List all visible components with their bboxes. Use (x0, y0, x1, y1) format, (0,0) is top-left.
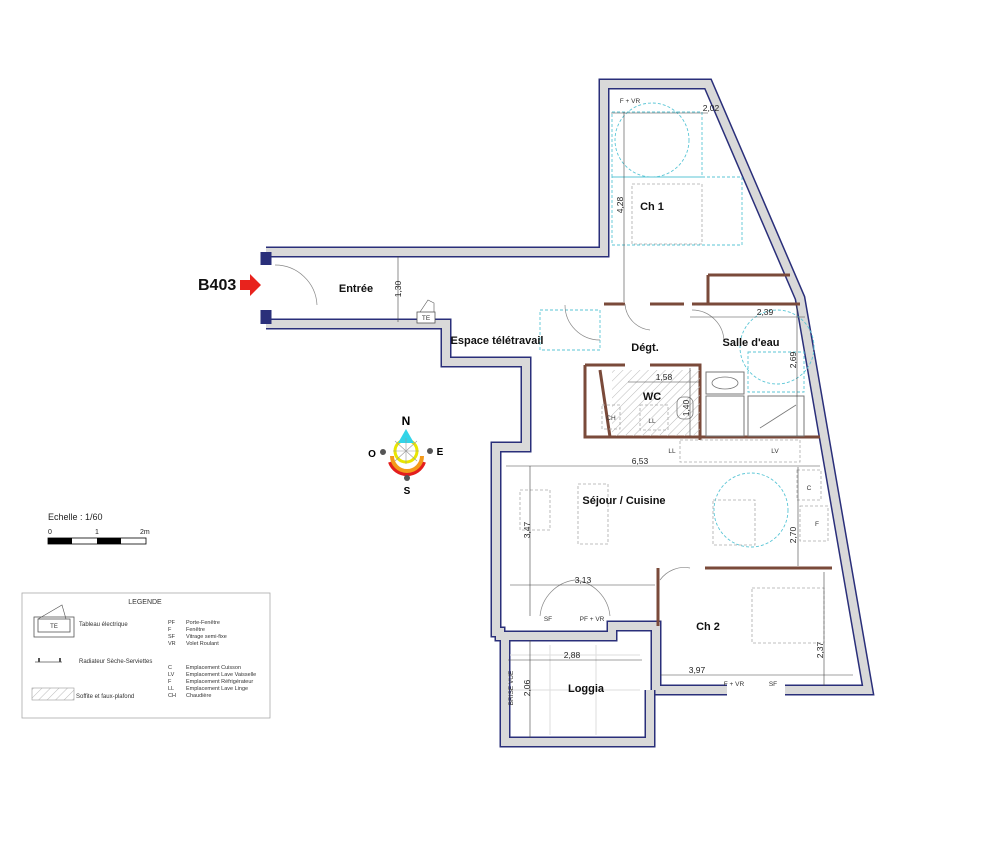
lot-number: B403 (198, 277, 236, 294)
dim-sejour-height: 3,47 (522, 521, 532, 538)
dim-ch1-height: 4,28 (615, 196, 625, 213)
furniture (510, 102, 829, 735)
equip-te: TE (422, 315, 431, 322)
dim-loggia-width: 2,88 (564, 650, 581, 660)
legend-label: Emplacement Cuisson (186, 665, 241, 671)
dimension-lines (397, 112, 853, 738)
compass-o: O (368, 449, 376, 460)
dim-ch2-width: 3,97 (689, 665, 706, 675)
dim-sejour-width2: 3,13 (575, 575, 592, 585)
dim-sde-width: 2,39 (757, 307, 774, 317)
dim-wc-height: 1,40 (681, 399, 691, 416)
legend-label: Emplacement Lave Linge (186, 686, 248, 692)
room-wc: WC (643, 391, 661, 403)
room-teletravail: Espace télétravail (451, 335, 544, 347)
legend-title: LEGENDE (128, 599, 162, 606)
dim-wc-width: 1,58 (656, 372, 673, 382)
dim-sejour-width: 6,53 (632, 456, 649, 466)
legend-code: CH (168, 693, 176, 699)
dim-ch2-height: 2,37 (815, 641, 825, 658)
legend-code: LL (168, 686, 174, 692)
legend-label: Porte-Fenêtre (186, 620, 220, 626)
dim-loggia-height: 2,06 (522, 679, 532, 696)
washbasin (705, 371, 745, 395)
equip-lv: LV (771, 448, 779, 455)
legend-label: Fenêtre (186, 627, 205, 633)
room-salle-eau: Salle d'eau (722, 337, 779, 349)
legend-label: Emplacement Lave Vaisselle (186, 672, 256, 678)
room-ch2: Ch 2 (696, 621, 720, 633)
legend-label: Emplacement Réfrigérateur (186, 679, 253, 685)
legend-code: F (168, 679, 172, 685)
legend-label: Volet Roulant (186, 641, 219, 647)
room-loggia: Loggia (568, 683, 605, 695)
legend-code: SF (168, 634, 176, 640)
compass-e: E (437, 447, 444, 458)
dim-sde-height: 2,69 (788, 351, 798, 368)
toilet (676, 396, 694, 420)
opening-ch2: F + VR (724, 681, 745, 688)
legend-label: Vitrage semi-fixe (186, 634, 227, 640)
soffit-hatch (612, 370, 700, 436)
legend-code: VR (168, 641, 176, 647)
opening-sejour-pf: PF + VR (580, 616, 605, 623)
opening-ch1: F + VR (620, 98, 641, 105)
legend-code: C (168, 665, 172, 671)
equip-ll: LL (668, 448, 676, 455)
room-degt: Dégt. (631, 342, 659, 354)
brise-vue-label: BRISE VUE (508, 670, 515, 705)
doors (274, 264, 725, 617)
scale-tick-1: 1 (95, 529, 99, 536)
legend: LEGENDE TE Tableau électrique Radiateur … (21, 592, 271, 719)
opening-ch2-sf: SF (769, 681, 777, 688)
interior-partitions (583, 273, 832, 626)
room-sejour: Séjour / Cuisine (582, 495, 665, 507)
scale-tick-2: 2m (140, 529, 150, 536)
legend-symbol-1: Radiateur Sèche-Serviettes (79, 659, 152, 665)
compass-rose-icon (380, 429, 433, 481)
legend-symbol-2: Soffite et faux-plafond (76, 694, 134, 700)
compass-s: S (404, 486, 411, 497)
electrical-panel-icon (416, 311, 436, 324)
entry-arrow-icon (240, 274, 261, 296)
legend-label: Chaudière (186, 693, 211, 699)
dim-ch1-width: 2,02 (703, 103, 720, 113)
equip-f: F (815, 521, 819, 528)
room-ch1: Ch 1 (640, 201, 664, 213)
scale-tick-0: 0 (48, 529, 52, 536)
scale-bar (47, 537, 147, 545)
equip-c: C (807, 485, 812, 492)
scale-label: Echelle : 1/60 (48, 512, 103, 522)
legend-te-box: TE (50, 624, 58, 630)
exterior-walls (260, 78, 875, 748)
legend-symbol-0: Tableau électrique (79, 622, 128, 628)
room-entree: Entrée (339, 283, 373, 295)
legend-code: PF (168, 620, 176, 626)
shower (747, 395, 805, 437)
opening-sejour-sf: SF (544, 616, 552, 623)
compass-n: N (402, 414, 411, 428)
dim-entree-height: 1,30 (393, 280, 403, 297)
equip-ch: CH (606, 415, 616, 422)
legend-code: LV (168, 672, 175, 678)
equip-ll-wc: LL (648, 418, 656, 425)
dim-kitchen-height: 2,70 (788, 526, 798, 543)
legend-code: F (168, 627, 172, 633)
